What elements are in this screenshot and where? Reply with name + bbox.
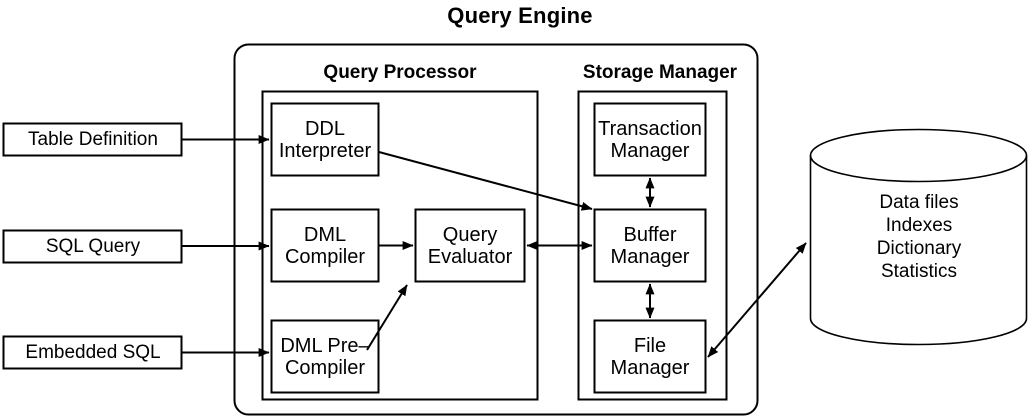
connector-dml-pre-compiler-to-query-evaluator [366, 284, 408, 351]
input-label-sql-query[interactable]: SQL Query [45, 236, 141, 258]
input-label-table-definition[interactable]: Table Definition [28, 129, 158, 151]
diagram-title: Query Engine [447, 2, 593, 28]
node-box-query-evaluator [414, 208, 526, 283]
node-label-query-evaluator[interactable]: Query Evaluator [427, 223, 513, 268]
node-box-buffer-manager [593, 208, 707, 283]
input-box-table-definition [2, 122, 183, 157]
group-title-query-processor: Query Processor [323, 62, 477, 84]
datastore-label[interactable]: Data files Indexes Dictionary Statistics [876, 191, 962, 283]
node-label-buffer-manager[interactable]: Buffer Manager [610, 223, 690, 268]
datastore-cylinder [809, 128, 1028, 346]
input-box-sql-query [2, 229, 183, 264]
input-box-embedded-sql [2, 335, 183, 370]
query-engine-container [233, 43, 759, 416]
input-label-embedded-sql[interactable]: Embedded SQL [25, 342, 161, 364]
node-box-dml-pre-compiler [270, 319, 380, 394]
connector-ddl-to-buffer-manager [378, 151, 593, 211]
node-label-file-manager[interactable]: File Manager [610, 334, 690, 379]
node-box-dml-compiler [270, 208, 380, 283]
node-box-file-manager [593, 319, 707, 394]
node-label-transaction-manager[interactable]: Transaction Manager [598, 117, 702, 162]
node-label-dml-pre-compiler[interactable]: DML Pre– Compiler [280, 334, 370, 379]
node-box-transaction-manager [593, 102, 707, 177]
node-label-dml-compiler[interactable]: DML Compiler [284, 223, 366, 268]
node-label-ddl-interpreter[interactable]: DDL Interpreter [278, 117, 372, 162]
node-box-ddl-interpreter [270, 102, 380, 177]
connector-file-manager-to-datastore [707, 242, 807, 358]
group-title-storage-manager: Storage Manager [582, 62, 738, 84]
